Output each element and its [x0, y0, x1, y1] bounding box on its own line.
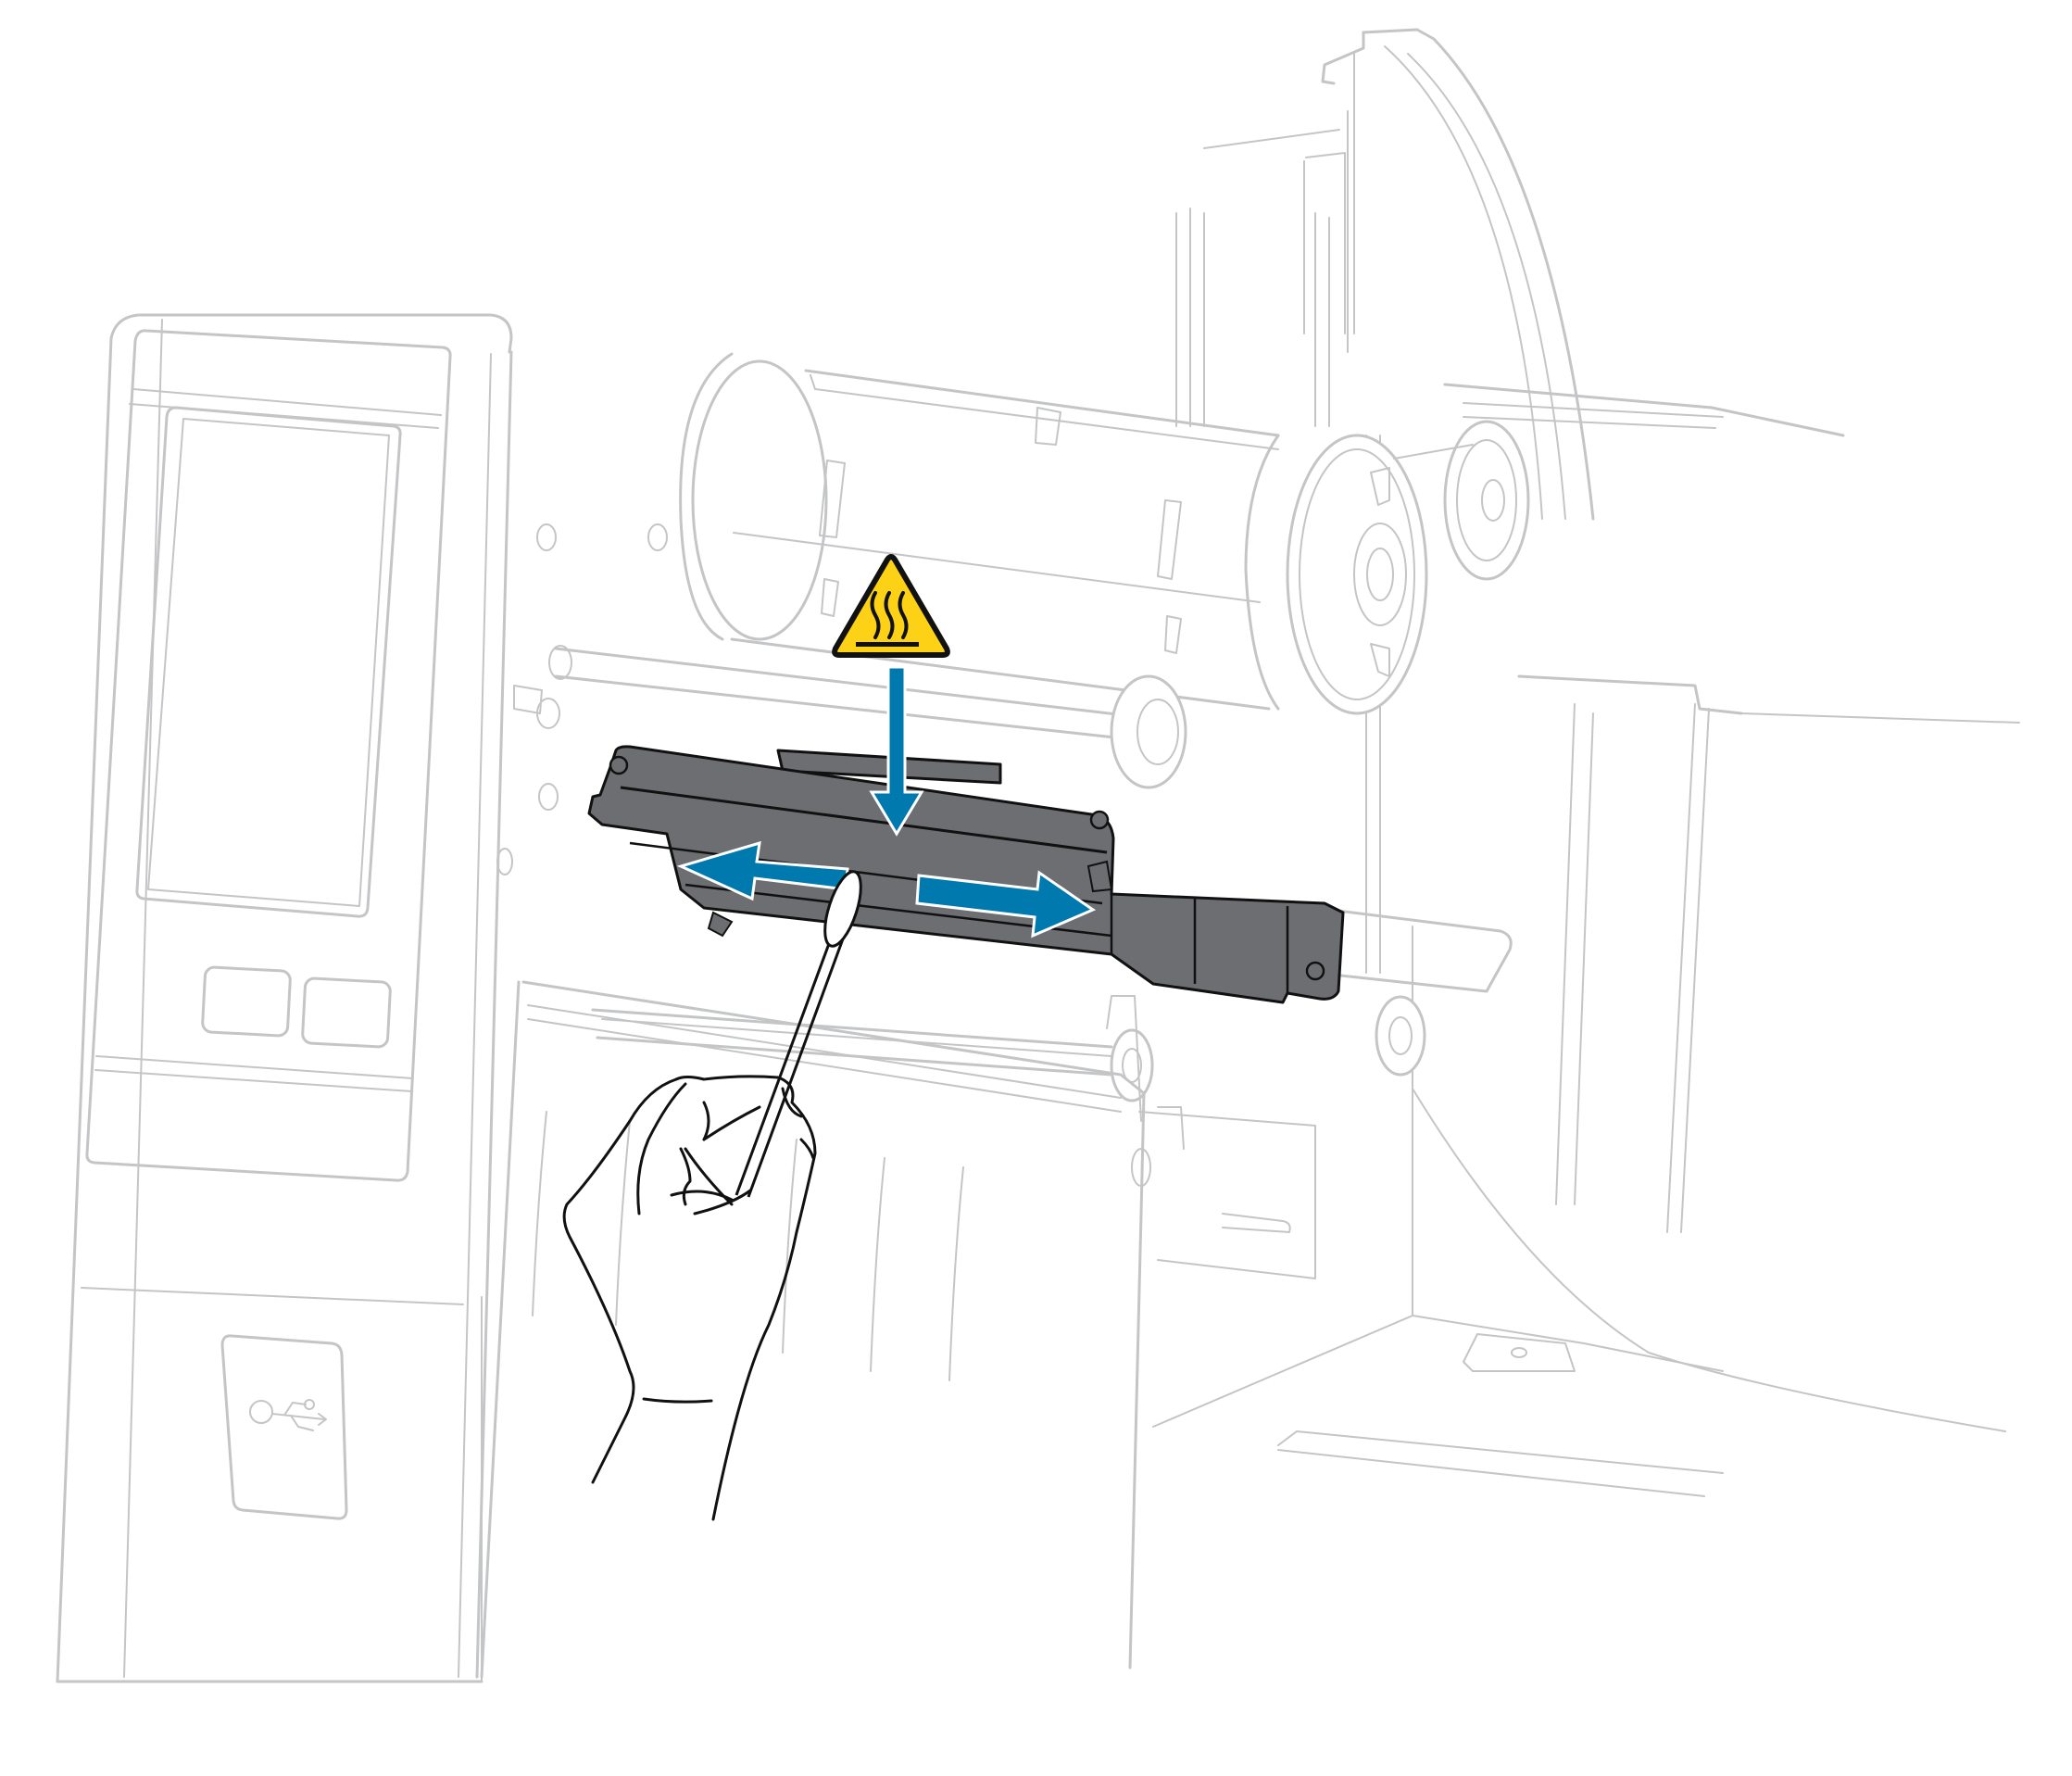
printer-body-left	[56, 313, 513, 1683]
display-screen[interactable]	[135, 406, 402, 918]
panel-button-left[interactable]	[201, 965, 292, 1038]
arrow-down-icon	[869, 665, 924, 837]
usb-port-cover[interactable]	[220, 1334, 348, 1520]
printer-body-lower	[81, 1287, 483, 1682]
printhead-screw-right	[1089, 810, 1110, 830]
cleaning-swab	[735, 870, 862, 1198]
media-hanger	[1203, 28, 1845, 521]
arrow-right-icon	[915, 870, 1097, 938]
media-guide-right	[1152, 674, 2020, 1497]
printhead-screw-left	[609, 755, 629, 775]
hot-surface-warning-icon	[832, 554, 950, 658]
usb-icon	[249, 1399, 327, 1431]
hand	[562, 1075, 817, 1521]
platen-roller	[591, 995, 1426, 1150]
front-door	[480, 980, 1316, 1679]
panel-button-right[interactable]	[301, 976, 392, 1049]
ribbon-guide-bar	[496, 523, 1187, 875]
arrow-left-icon	[676, 840, 849, 901]
ribbon-supply-spindle	[679, 352, 1530, 715]
control-panel	[85, 329, 452, 1182]
printhead-screw-end	[1305, 961, 1325, 981]
